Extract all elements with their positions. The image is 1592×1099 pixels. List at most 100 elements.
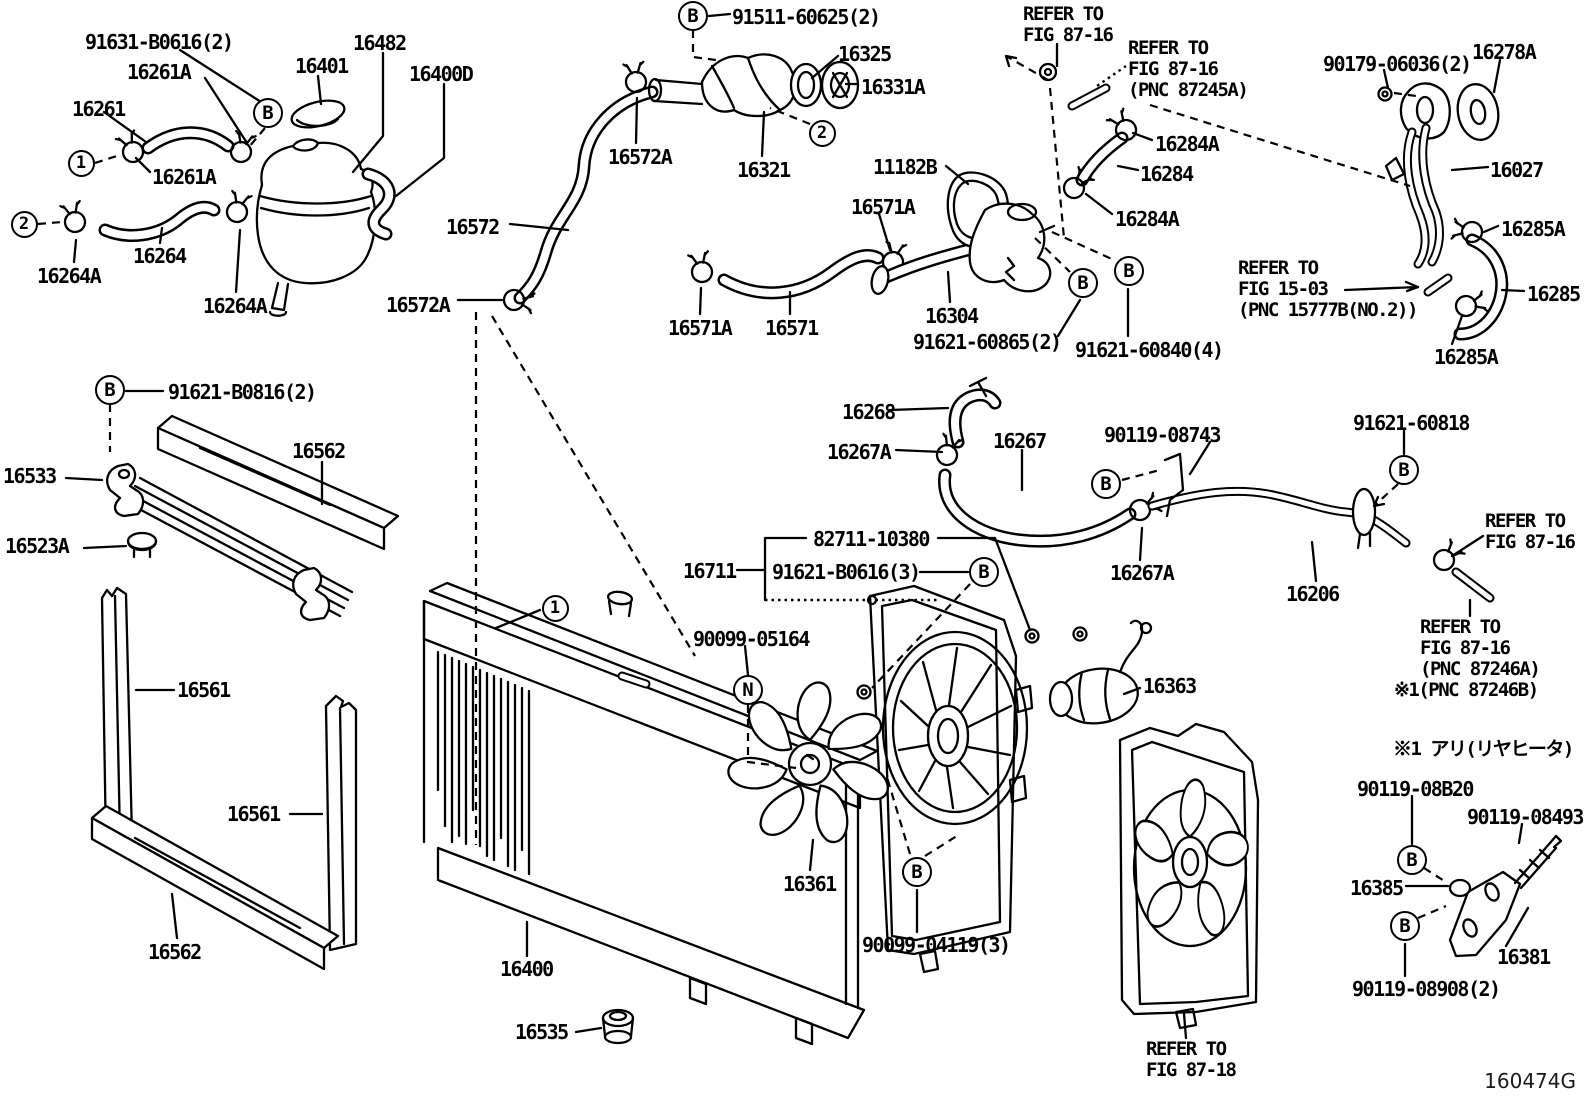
part-label: 16400 [500, 957, 554, 981]
hose-16284-drawing [1038, 62, 1142, 204]
part-label: 16261 [72, 97, 126, 121]
part-label: 16385 [1350, 876, 1404, 900]
hose-16572-drawing [501, 60, 659, 315]
part-label: 16284A [1115, 207, 1180, 231]
part-label: 16321 [737, 158, 791, 182]
callout-1: 1 [541, 594, 569, 622]
pipe-16304-drawing [870, 241, 982, 295]
callout-B: B [969, 557, 999, 587]
part-label: 90099-05164 [693, 627, 810, 651]
part-label: 16401 [295, 54, 349, 78]
water-inlet-housing-11182b-drawing [946, 171, 1056, 293]
part-label: 16284A [1155, 132, 1220, 156]
callout-2: 2 [10, 210, 38, 238]
part-label: 90119-08743 [1104, 423, 1221, 447]
part-label: 16363 [1143, 674, 1197, 698]
part-label: 11182B [873, 155, 938, 179]
part-label: 91621-B0616(3) [772, 560, 921, 584]
callout-B: B [902, 857, 932, 887]
part-label: 16264A [203, 294, 268, 318]
label-box-16711 [735, 536, 1032, 632]
part-label: 90119-08B20 [1357, 777, 1474, 801]
part-label: 16278A [1472, 40, 1537, 64]
part-label: 16285A [1501, 217, 1566, 241]
callout-B: B [1068, 268, 1098, 298]
water-outlet-16321-drawing [647, 53, 860, 118]
part-label: 16206 [1286, 582, 1340, 606]
side-seal-16561b-drawing [324, 694, 358, 952]
part-label: 16027 [1490, 158, 1544, 182]
part-label: 16261A [127, 60, 192, 84]
bracket-16381-drawing [1448, 834, 1563, 958]
part-label: 16264A [37, 264, 102, 288]
reservoir-tank-drawing [255, 99, 377, 317]
bracket-16533b-drawing [292, 566, 331, 622]
grommet-16535-drawing [601, 1008, 635, 1045]
part-label: 16268 [842, 400, 896, 424]
dashed-lines [37, 30, 1447, 920]
bracket-16533-drawing [106, 462, 145, 518]
part-label: 90119-08908(2) [1352, 977, 1501, 1001]
part-label: 16285 [1527, 282, 1581, 306]
callout-B: B [678, 1, 708, 31]
part-label: 16572 [446, 215, 500, 239]
fan-16361-drawing [727, 681, 889, 844]
part-label: 16562 [292, 439, 346, 463]
pipe-16027-drawing [1377, 82, 1500, 269]
part-label: 16562 [148, 940, 202, 964]
part-label: 16284 [1140, 162, 1194, 186]
part-label: 16331A [861, 75, 926, 99]
hose-16261-drawing [114, 126, 257, 167]
part-label: 91621-B0816(2) [168, 380, 317, 404]
part-label: 90179-06036(2) [1323, 52, 1472, 76]
part-label: 16572A [608, 145, 673, 169]
part-label: 16561 [177, 678, 231, 702]
callout-B: B [1390, 911, 1420, 941]
part-label: 91621-60865(2) [913, 330, 1062, 354]
diagram-code: 160474G [1484, 1069, 1576, 1093]
part-label: 16533 [3, 464, 57, 488]
fan-motor-16363-drawing [856, 619, 1153, 725]
part-label: 16267 [993, 429, 1047, 453]
part-label: 16572A [386, 293, 451, 317]
part-label: 16561 [227, 802, 281, 826]
radiator-16400-drawing [422, 581, 879, 1046]
elbow-16268-drawing [933, 376, 1002, 469]
part-label: 91621-60818 [1353, 411, 1470, 435]
hose-16571-drawing [687, 240, 908, 300]
part-label: 91511-60625(2) [732, 5, 881, 29]
part-label: 16400D [409, 62, 474, 86]
callout-2: 2 [808, 119, 836, 147]
callout-B: B [1389, 455, 1419, 485]
part-label: 90099-04119(3) [862, 933, 1011, 957]
hose-16264-drawing [59, 189, 253, 242]
part-label: 16711 [683, 559, 737, 583]
part-label: 16535 [515, 1020, 569, 1044]
part-label: 90119-08493 [1467, 805, 1584, 829]
callout-1: 1 [67, 149, 95, 177]
callout-B: B [253, 98, 283, 128]
part-label: 16571 [765, 316, 819, 340]
callout-B: B [1397, 845, 1427, 875]
part-label: 16285A [1434, 345, 1499, 369]
hose-16267-drawing [938, 468, 1163, 548]
part-label: 16264 [133, 244, 187, 268]
callout-B: B [1091, 469, 1121, 499]
part-label: 16261A [152, 165, 217, 189]
part-label: 16523A [5, 534, 70, 558]
callout-B: B [95, 375, 125, 405]
part-label: 91631-B0616(2) [85, 30, 234, 54]
part-label: 16325 [838, 42, 892, 66]
part-label: 82711-10380 [813, 527, 930, 551]
callout-N: N [733, 675, 763, 705]
leader-lines [64, 12, 1530, 1040]
part-label: 16482 [353, 31, 407, 55]
part-label: 16361 [783, 872, 837, 896]
grommet-16523a-drawing [126, 531, 158, 559]
